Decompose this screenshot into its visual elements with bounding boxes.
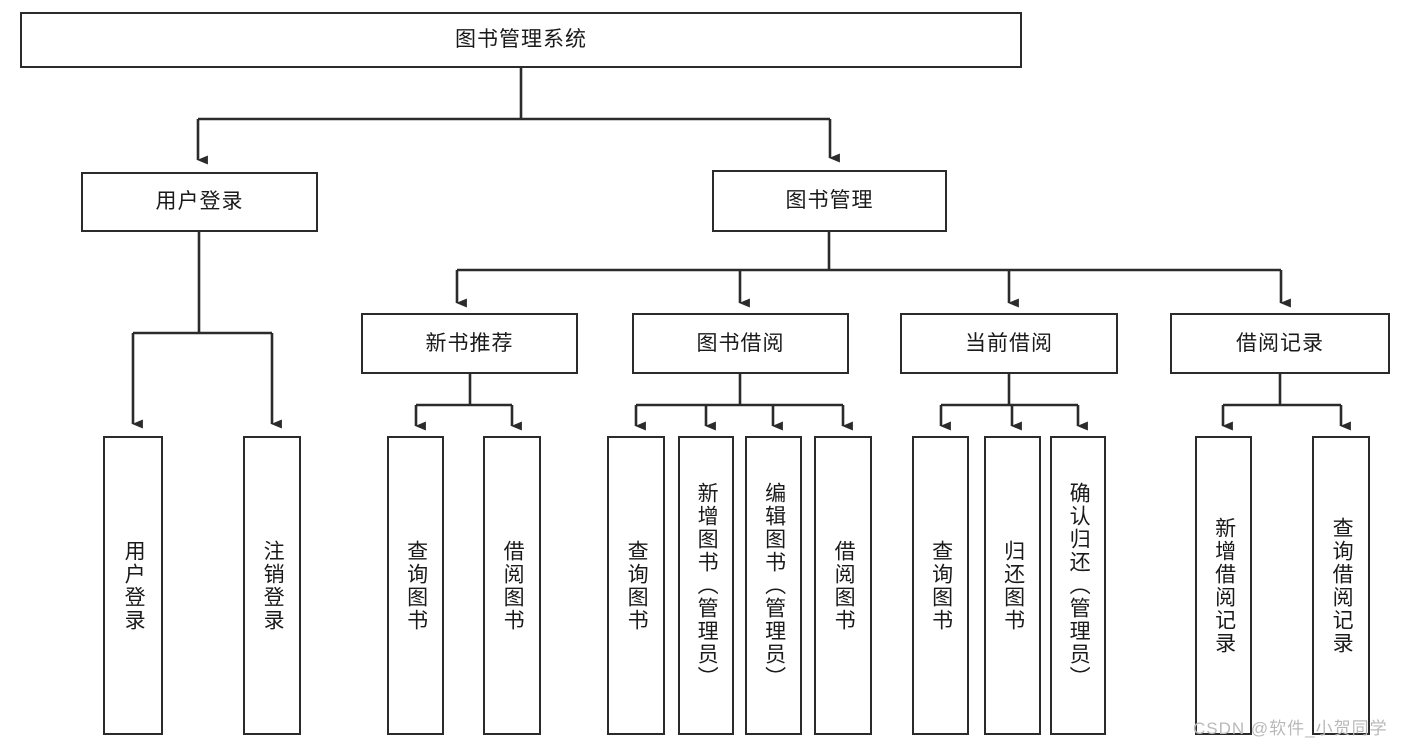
leaf-add-book-admin[interactable]: 新增图书（管理员）: [678, 436, 734, 735]
leaf-query-book[interactable]: 查询图书: [607, 436, 665, 735]
leaf-label: 查询图书: [404, 539, 428, 632]
leaf-label: 查询借阅记录: [1330, 516, 1354, 655]
leaf-label: 注销登录: [261, 539, 285, 632]
node-root-label: 图书管理系统: [455, 28, 587, 52]
leaf-add-borrow-record[interactable]: 新增借阅记录: [1195, 436, 1252, 735]
leaf-query-borrow-record[interactable]: 查询借阅记录: [1312, 436, 1370, 735]
node-current-borrow[interactable]: 当前借阅: [900, 313, 1118, 374]
leaf-label: 归还图书: [1001, 539, 1025, 632]
node-current-borrow-label: 当前借阅: [965, 331, 1053, 355]
node-new-book-recommend[interactable]: 新书推荐: [361, 313, 578, 374]
leaf-logout[interactable]: 注销登录: [243, 436, 301, 735]
leaf-label: 查询图书: [625, 539, 649, 632]
node-root[interactable]: 图书管理系统: [20, 12, 1022, 68]
leaf-borrow-book[interactable]: 借阅图书: [814, 436, 872, 735]
leaf-label: 用户登录: [122, 539, 146, 632]
leaf-edit-book-admin[interactable]: 编辑图书（管理员）: [745, 436, 802, 735]
leaf-query-book-recommend[interactable]: 查询图书: [387, 436, 444, 735]
node-user-login-label: 用户登录: [155, 190, 244, 214]
leaf-label: 新增图书（管理员）: [695, 482, 719, 689]
leaf-label: 查询图书: [929, 539, 953, 632]
node-borrow-record-label: 借阅记录: [1236, 331, 1324, 355]
node-book-management-label: 图书管理: [785, 189, 874, 213]
leaf-borrow-book-recommend[interactable]: 借阅图书: [483, 436, 541, 735]
leaf-label: 借阅图书: [832, 539, 856, 632]
leaf-confirm-return-admin[interactable]: 确认归还（管理员）: [1050, 436, 1106, 735]
leaf-return-book[interactable]: 归还图书: [984, 436, 1041, 735]
node-borrow-record[interactable]: 借阅记录: [1170, 313, 1390, 374]
node-book-management[interactable]: 图书管理: [712, 170, 947, 232]
node-new-book-recommend-label: 新书推荐: [425, 331, 514, 355]
leaf-label: 借阅图书: [501, 539, 525, 632]
node-user-login[interactable]: 用户登录: [81, 172, 318, 232]
leaf-query-book-current[interactable]: 查询图书: [912, 436, 969, 735]
leaf-label: 新增借阅记录: [1212, 516, 1236, 655]
node-book-borrow-label: 图书借阅: [696, 331, 785, 355]
leaf-label: 确认归还（管理员）: [1067, 482, 1091, 689]
leaf-label: 编辑图书（管理员）: [762, 482, 786, 689]
leaf-user-login[interactable]: 用户登录: [103, 436, 163, 735]
node-book-borrow[interactable]: 图书借阅: [632, 313, 849, 374]
csdn-watermark: CSDN @软件_小贺同学: [1193, 719, 1388, 738]
